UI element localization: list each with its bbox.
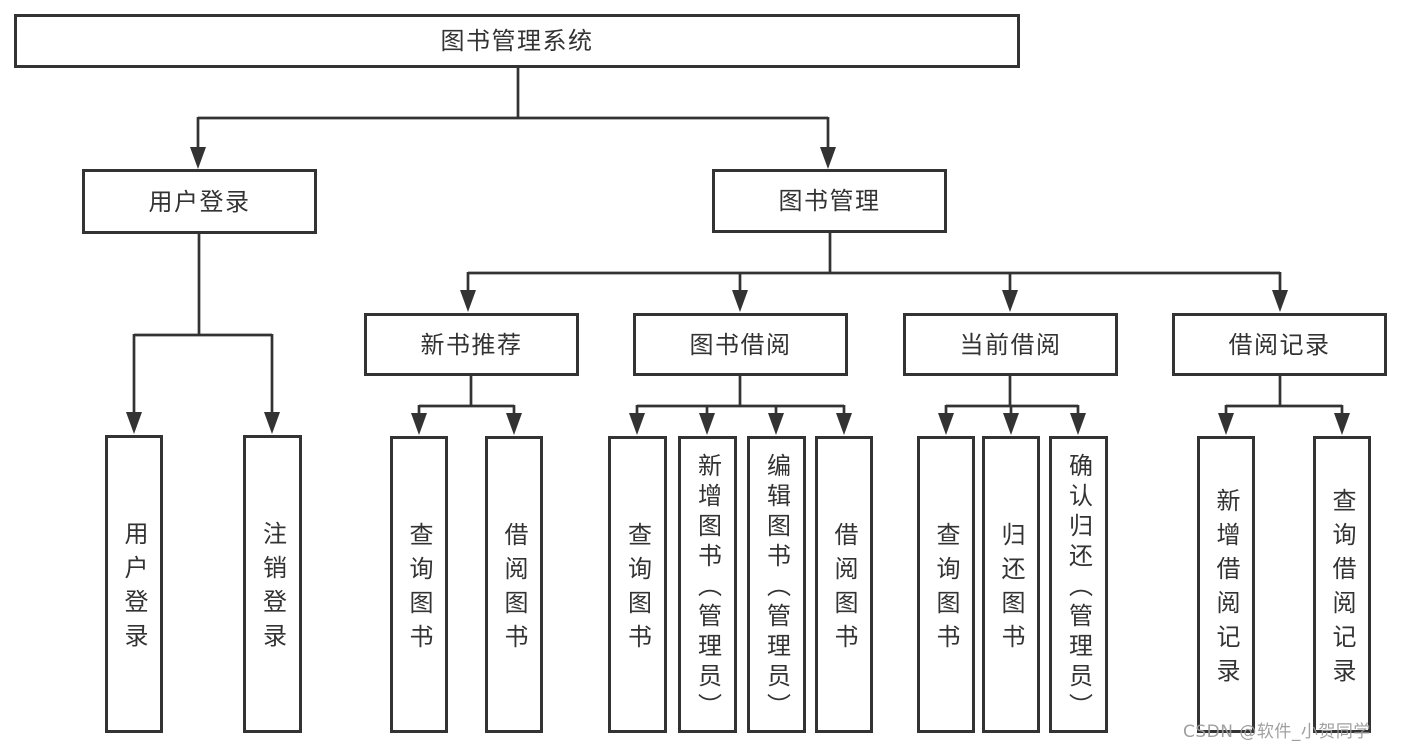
node-label: 查询图书 bbox=[405, 521, 433, 658]
node-label: 查询图书 bbox=[932, 521, 960, 658]
node-records-query-record: 查询借阅记录 bbox=[1313, 436, 1371, 733]
arrow-heads bbox=[126, 147, 1350, 435]
node-label: 借阅图书 bbox=[830, 521, 858, 658]
node-label: 查询借阅记录 bbox=[1328, 487, 1356, 692]
node-label: 借阅记录 bbox=[1228, 330, 1331, 359]
node-records-add-record: 新增借阅记录 bbox=[1197, 436, 1255, 733]
node-recommend-query-books: 查询图书 bbox=[390, 436, 448, 733]
node-label: 查询图书 bbox=[623, 521, 652, 658]
node-current-return-books: 归还图书 bbox=[982, 436, 1040, 733]
node-label: 注销登录 bbox=[258, 521, 287, 657]
node-borrow-records: 借阅记录 bbox=[1172, 313, 1387, 376]
node-label: 图书借阅 bbox=[689, 330, 792, 359]
node-borrow-query-books: 查询图书 bbox=[608, 436, 667, 733]
node-user-login: 用户登录 bbox=[82, 169, 317, 234]
node-label: 用户登录 bbox=[120, 521, 148, 657]
node-root: 图书管理系统 bbox=[14, 14, 1020, 68]
connector-segments bbox=[132, 68, 1344, 416]
node-user-login-action: 用户登录 bbox=[105, 435, 163, 733]
node-label: 编辑图书（管理员） bbox=[762, 452, 791, 723]
node-current-confirm-return-admin: 确认归还（管理员） bbox=[1049, 436, 1108, 733]
node-recommend-borrow-books: 借阅图书 bbox=[485, 436, 543, 733]
node-borrow-add-books-admin: 新增图书（管理员） bbox=[678, 436, 737, 733]
csdn-watermark: CSDN @软件_小贺同学 bbox=[1183, 722, 1371, 742]
node-logout-action: 注销登录 bbox=[243, 435, 302, 733]
node-book-borrow: 图书借阅 bbox=[633, 313, 848, 376]
node-label: 新增图书（管理员） bbox=[693, 452, 722, 723]
node-current-borrow: 当前借阅 bbox=[903, 313, 1118, 376]
node-label: 新增借阅记录 bbox=[1212, 487, 1240, 692]
node-label: 图书管理 bbox=[778, 187, 881, 215]
node-borrow-borrow-books: 借阅图书 bbox=[815, 436, 873, 733]
node-label: 新书推荐 bbox=[420, 330, 523, 359]
node-label: 确认归还（管理员） bbox=[1064, 452, 1093, 723]
node-current-query-books: 查询图书 bbox=[917, 436, 975, 733]
node-book-management: 图书管理 bbox=[712, 169, 947, 233]
node-label: 归还图书 bbox=[997, 521, 1025, 658]
node-new-book-recommend: 新书推荐 bbox=[364, 313, 579, 376]
node-label: 用户登录 bbox=[148, 187, 251, 216]
node-label: 当前借阅 bbox=[959, 330, 1062, 359]
node-borrow-edit-books-admin: 编辑图书（管理员） bbox=[747, 436, 806, 733]
node-label: 借阅图书 bbox=[500, 521, 528, 658]
node-root-label: 图书管理系统 bbox=[440, 27, 594, 55]
